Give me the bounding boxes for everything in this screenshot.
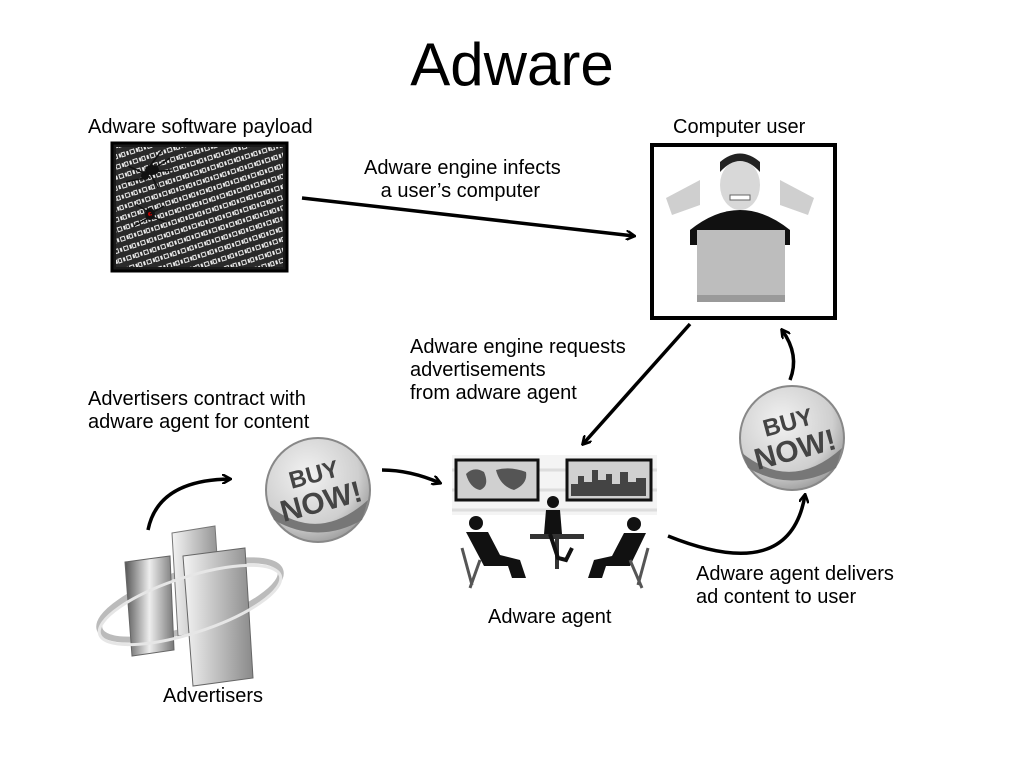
arrow-badge-to-agent (381, 468, 440, 483)
buildings-icon (124, 525, 254, 687)
arrow-user-to-agent (583, 322, 692, 444)
label-adware-agent: Adware agent (488, 606, 612, 628)
arrow-advertisers-to-badge (146, 479, 230, 531)
laptop-icon (697, 230, 785, 302)
payload-image (110, 141, 289, 273)
spider-icon (125, 149, 173, 227)
page-title: Adware (410, 31, 614, 98)
computer-user-image (650, 143, 837, 320)
label-contract: Advertisers contract with adware agent f… (88, 388, 310, 433)
label-infects: Adware engine infects a user’s computer (364, 157, 561, 202)
label-computer-user: Computer user (673, 116, 806, 138)
label-advertisers: Advertisers (163, 685, 264, 707)
arrow-badge-to-user (782, 330, 796, 381)
world-map-screen-icon (454, 458, 540, 502)
buy-now-badge-right: BUY NOW! (739, 385, 845, 491)
advertisers-image (96, 525, 284, 687)
label-payload: Adware software payload (88, 116, 313, 138)
meeting-people-icon (460, 496, 650, 589)
buy-now-badge-left: BUY NOW! (265, 437, 371, 543)
city-skyline-screen-icon (565, 458, 653, 502)
label-delivers: Adware agent delivers ad content to user (696, 563, 894, 608)
arrow-payload-to-user (301, 196, 634, 236)
arrow-agent-to-badge (667, 495, 805, 555)
frustrated-user-icon (666, 153, 814, 245)
label-requests: Adware engine requests advertisements fr… (410, 336, 626, 404)
adware-agent-image (452, 455, 657, 589)
